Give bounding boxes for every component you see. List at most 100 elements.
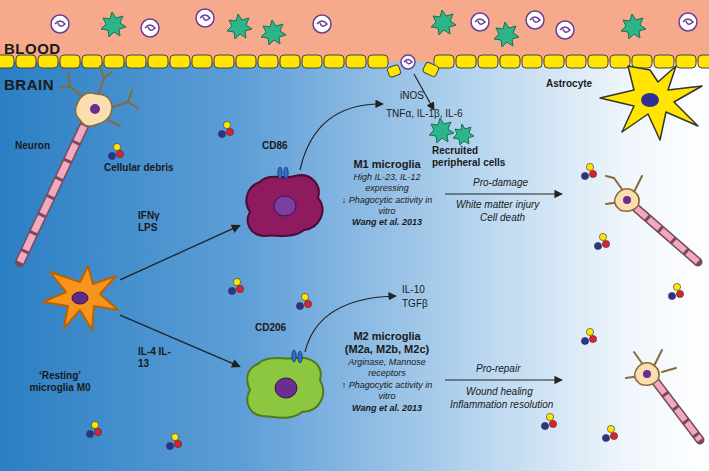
endothelial-cell — [346, 55, 366, 68]
signal-label: IFNγ LPS — [138, 210, 180, 234]
debris-dot — [228, 287, 235, 294]
leukocyte-nucleus — [560, 27, 570, 32]
debris-dot — [108, 152, 115, 159]
debris-dot — [226, 128, 233, 135]
endothelial-cell — [258, 55, 278, 68]
endothelial-cell — [500, 55, 520, 68]
debris-dot — [304, 300, 311, 307]
cell-description: M1 microgliaHigh IL-23, IL-12 expressing… — [332, 158, 442, 228]
monocyte — [101, 12, 126, 37]
debris-dot — [607, 425, 614, 432]
debris-dot — [581, 172, 588, 179]
debris-dot — [301, 293, 308, 300]
astrocyte — [600, 66, 702, 140]
citation: Wang et al. 2013 — [332, 403, 442, 414]
cell-description: M2 microglia (M2a, M2b, M2c)Arginase, Ma… — [332, 330, 442, 413]
debris-dot — [218, 130, 225, 137]
debris-dot — [113, 143, 120, 150]
debris-dot — [668, 292, 675, 299]
endothelial-cell — [654, 55, 674, 68]
debris-dot — [586, 328, 593, 335]
receptor — [278, 167, 282, 179]
debris-dot — [589, 170, 596, 177]
blood-cells — [51, 9, 697, 47]
neuron-damaged-upper — [606, 176, 698, 262]
debris-dot — [594, 242, 601, 249]
monocyte — [261, 20, 286, 45]
neuron-repaired-lower — [626, 350, 700, 440]
leukocyte — [313, 15, 331, 33]
debris-dot — [602, 434, 609, 441]
cell-title: M1 microglia — [341, 158, 433, 171]
cell-body — [246, 175, 322, 236]
text-label: Cellular debris — [104, 162, 173, 174]
citation: Wang et al. 2013 — [332, 217, 442, 228]
debris-dot — [174, 440, 181, 447]
text-label: IL-10 — [402, 284, 425, 296]
debris-dot — [586, 163, 593, 170]
endothelial-cell — [214, 55, 234, 68]
leukocyte-nucleus — [317, 21, 327, 26]
endothelial-cell — [302, 55, 322, 68]
text-label: Recruited peripheral cells — [432, 145, 510, 169]
cell-outline — [40, 262, 120, 334]
activation-arrow — [120, 225, 240, 279]
endothelial-cell — [422, 62, 439, 78]
endothelial-cell — [368, 55, 388, 68]
leukocyte — [141, 19, 159, 37]
debris-dot — [86, 430, 93, 437]
text-label: iNOS — [400, 90, 424, 102]
leukocyte-nucleus — [145, 25, 155, 30]
endothelial-cell — [676, 55, 696, 68]
outcome-arrow — [445, 193, 562, 194]
text-label: Neuron — [15, 140, 50, 152]
text-label: Pro-damage — [473, 177, 528, 189]
debris-dot — [91, 421, 98, 428]
debris-dot — [541, 422, 548, 429]
leukocyte — [196, 9, 214, 27]
leukocyte-nucleus — [683, 19, 693, 24]
outcome-arrow — [445, 379, 562, 380]
nucleus — [275, 378, 297, 398]
endothelial-cell — [170, 55, 190, 68]
receptor — [284, 167, 288, 179]
signal-label: IL-4 IL-13 — [138, 346, 180, 370]
debris-dot — [610, 432, 617, 439]
nucleus — [274, 196, 296, 216]
endothelial-cell — [148, 55, 168, 68]
cell-body — [247, 358, 323, 418]
text-label: BRAIN — [4, 76, 54, 94]
debris-dot — [171, 433, 178, 440]
endothelial-cell — [104, 55, 124, 68]
leukocyte — [526, 11, 544, 29]
cell-outline — [240, 170, 330, 240]
text-label: Cell death — [480, 212, 525, 224]
endothelial-cell — [610, 55, 630, 68]
debris-dot — [116, 150, 123, 157]
recruited-cells — [401, 55, 474, 145]
text-label: TGFβ — [402, 298, 428, 310]
cell-property: ↑ Phagocytic activity in vitro — [341, 380, 433, 402]
cell-property: ↓ Phagocytic activity in vitro — [341, 195, 433, 217]
nucleus — [72, 292, 88, 304]
leukocyte-nucleus — [55, 21, 65, 26]
endothelial-cell — [478, 55, 498, 68]
debris-dot — [233, 278, 240, 285]
endothelial-cell — [192, 55, 212, 68]
debris-dot — [223, 121, 230, 128]
text-label: Wound healing — [466, 386, 533, 398]
debris-dot — [599, 233, 606, 240]
endothelial-cell — [522, 55, 542, 68]
endothelial-cell — [236, 55, 256, 68]
debris-dot — [602, 240, 609, 247]
text-label: Pro-repair — [476, 363, 520, 375]
endothelial-cell — [544, 55, 564, 68]
leukocyte-nucleus — [200, 15, 210, 20]
m1-microglia: CD86M1 microgliaHigh IL-23, IL-12 expres… — [240, 170, 330, 240]
cell-label: ‘Resting’ microglia M0 — [28, 370, 92, 394]
monocyte — [621, 14, 646, 39]
receptor — [298, 351, 302, 363]
receptor-label: CD86 — [262, 140, 302, 152]
endothelial-cell — [566, 55, 586, 68]
